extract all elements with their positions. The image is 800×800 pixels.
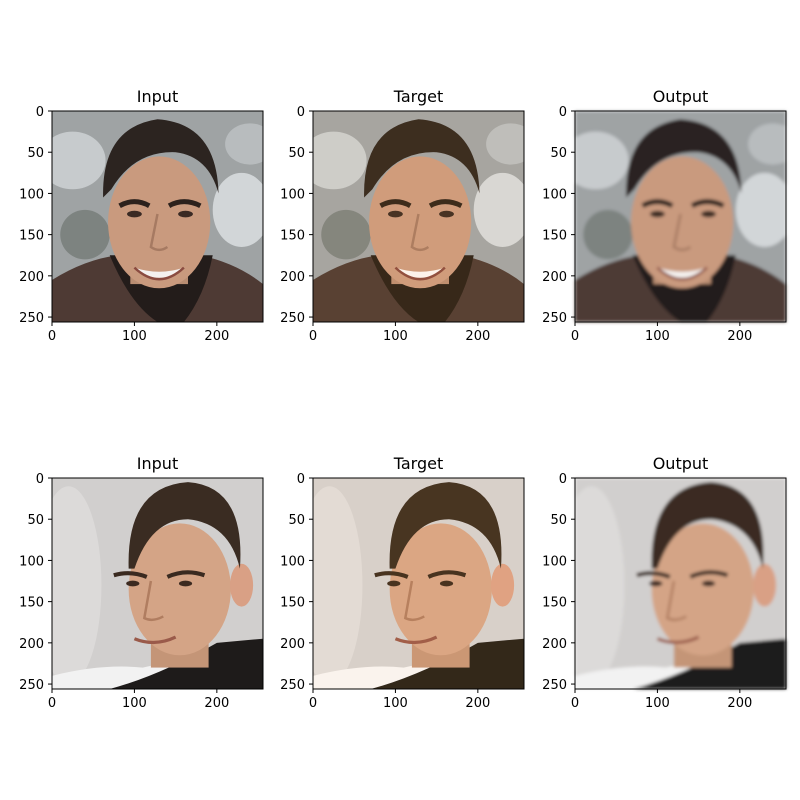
y-tick-label: 100 xyxy=(280,554,305,569)
x-tick-label: 100 xyxy=(383,329,408,344)
x-tick-label: 100 xyxy=(122,696,147,711)
y-tick-label: 250 xyxy=(542,311,567,326)
x-tick-label: 200 xyxy=(204,696,229,711)
y-tick-label: 100 xyxy=(280,187,305,202)
face-image xyxy=(40,111,275,322)
y-tick-label: 250 xyxy=(19,678,44,693)
y-tick-label: 50 xyxy=(27,513,44,528)
y-tick-label: 250 xyxy=(280,311,305,326)
x-tick-label: 0 xyxy=(571,696,579,711)
x-tick-label: 200 xyxy=(727,696,752,711)
y-tick-label: 250 xyxy=(280,678,305,693)
x-tick-label: 100 xyxy=(383,696,408,711)
x-tick-label: 100 xyxy=(645,696,670,711)
y-tick-label: 0 xyxy=(36,472,44,487)
x-tick-label: 0 xyxy=(571,329,579,344)
y-tick-label: 150 xyxy=(19,596,44,611)
y-tick-label: 0 xyxy=(36,105,44,120)
y-tick-label: 250 xyxy=(19,311,44,326)
panel-row2-output: Output 0 100 200 0 50 100 150 200 250 xyxy=(542,454,787,711)
face-image xyxy=(559,478,786,689)
y-tick-label: 200 xyxy=(19,637,44,652)
y-tick-label: 50 xyxy=(27,146,44,161)
panel-title: Target xyxy=(393,87,444,106)
axes-frame xyxy=(312,477,525,690)
y-tick-label: 50 xyxy=(288,513,305,528)
panel-row1-input: Input 0 100 200 0 50 100 150 200 250 xyxy=(19,87,275,344)
y-tick-label: 100 xyxy=(19,187,44,202)
x-tick-label: 200 xyxy=(727,329,752,344)
x-tick-label: 0 xyxy=(48,329,56,344)
x-tick-label: 0 xyxy=(309,329,317,344)
panel-row1-output: Output 0 100 200 0 50 100 150 200 250 xyxy=(542,87,798,344)
y-tick-label: 0 xyxy=(297,105,305,120)
y-tick-label: 0 xyxy=(297,472,305,487)
x-tick-label: 200 xyxy=(465,696,490,711)
y-tick-label: 100 xyxy=(542,187,567,202)
y-tick-label: 200 xyxy=(280,270,305,285)
y-tick-label: 50 xyxy=(550,146,567,161)
axes-frame xyxy=(574,477,787,690)
y-tick-label: 250 xyxy=(542,678,567,693)
y-tick-label: 100 xyxy=(542,554,567,569)
y-tick-label: 150 xyxy=(19,229,44,244)
panel-row2-target: Target 0 100 200 0 50 100 150 200 250 xyxy=(280,454,525,711)
face-image xyxy=(297,478,524,689)
face-image xyxy=(36,478,263,689)
y-tick-label: 150 xyxy=(542,229,567,244)
y-tick-label: 150 xyxy=(542,596,567,611)
x-tick-label: 100 xyxy=(122,329,147,344)
y-tick-label: 50 xyxy=(550,513,567,528)
panel-title: Target xyxy=(393,454,444,473)
y-tick-label: 200 xyxy=(542,637,567,652)
y-tick-label: 0 xyxy=(559,105,567,120)
y-tick-label: 200 xyxy=(280,637,305,652)
panel-row2-input: Input 0 100 200 0 50 100 150 200 250 xyxy=(19,454,264,711)
x-tick-label: 0 xyxy=(309,696,317,711)
panel-title: Output xyxy=(653,454,709,473)
panel-row1-target: Target 0 100 200 0 50 100 150 200 250 xyxy=(280,87,536,344)
x-tick-label: 0 xyxy=(48,696,56,711)
axes-frame xyxy=(574,110,787,323)
axes-frame xyxy=(51,477,264,690)
axes-frame xyxy=(51,110,264,323)
panel-title: Input xyxy=(137,454,178,473)
axes-frame xyxy=(312,110,525,323)
x-tick-label: 200 xyxy=(204,329,229,344)
y-tick-label: 150 xyxy=(280,596,305,611)
face-image xyxy=(563,111,798,322)
x-tick-label: 100 xyxy=(645,329,670,344)
x-tick-label: 200 xyxy=(465,329,490,344)
y-tick-label: 50 xyxy=(288,146,305,161)
panel-title: Output xyxy=(653,87,709,106)
y-tick-label: 200 xyxy=(542,270,567,285)
y-tick-label: 150 xyxy=(280,229,305,244)
y-tick-label: 0 xyxy=(559,472,567,487)
face-image xyxy=(301,111,536,322)
y-tick-label: 100 xyxy=(19,554,44,569)
y-tick-label: 200 xyxy=(19,270,44,285)
panel-title: Input xyxy=(137,87,178,106)
